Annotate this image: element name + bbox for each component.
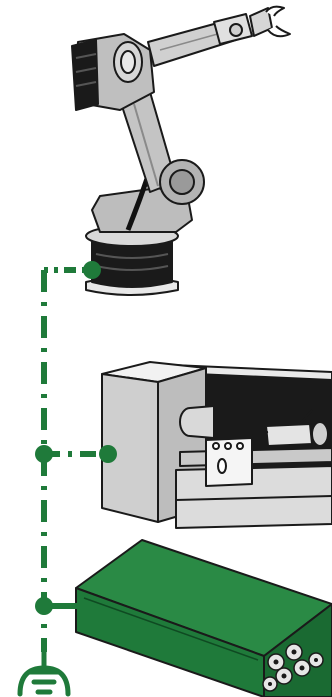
bus-node-tray: [35, 597, 53, 615]
lathe-ground-node: [99, 445, 117, 463]
connection-nodes: [35, 261, 117, 615]
industrial-robot-arm-icon: [71, 5, 291, 296]
robot-ground-node: [83, 261, 101, 279]
bus-node-lathe: [35, 445, 53, 463]
green-cable-duct-icon: [75, 539, 332, 697]
ground-earth-symbol-icon: [17, 649, 71, 697]
lathe-machine-icon: [101, 361, 332, 529]
